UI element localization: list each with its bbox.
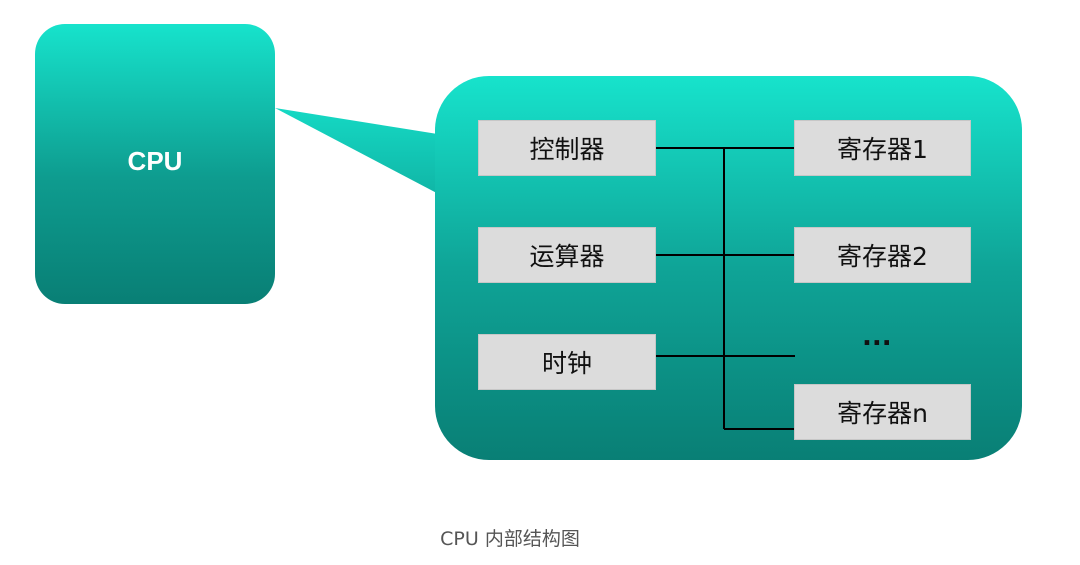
register-ellipsis: ...: [862, 322, 892, 352]
controller-block: 控制器: [478, 120, 656, 176]
alu-block: 运算器: [478, 227, 656, 283]
register-n-block: 寄存器n: [794, 384, 971, 440]
clock-block: 时钟: [478, 334, 656, 390]
register-1-block: 寄存器1: [794, 120, 971, 176]
cpu-box: CPU: [35, 24, 275, 304]
callout-pointer: [275, 108, 450, 200]
figure-caption: CPU 内部结构图: [440, 528, 580, 550]
cpu-label: CPU: [127, 145, 183, 176]
register-2-block: 寄存器2: [794, 227, 971, 283]
